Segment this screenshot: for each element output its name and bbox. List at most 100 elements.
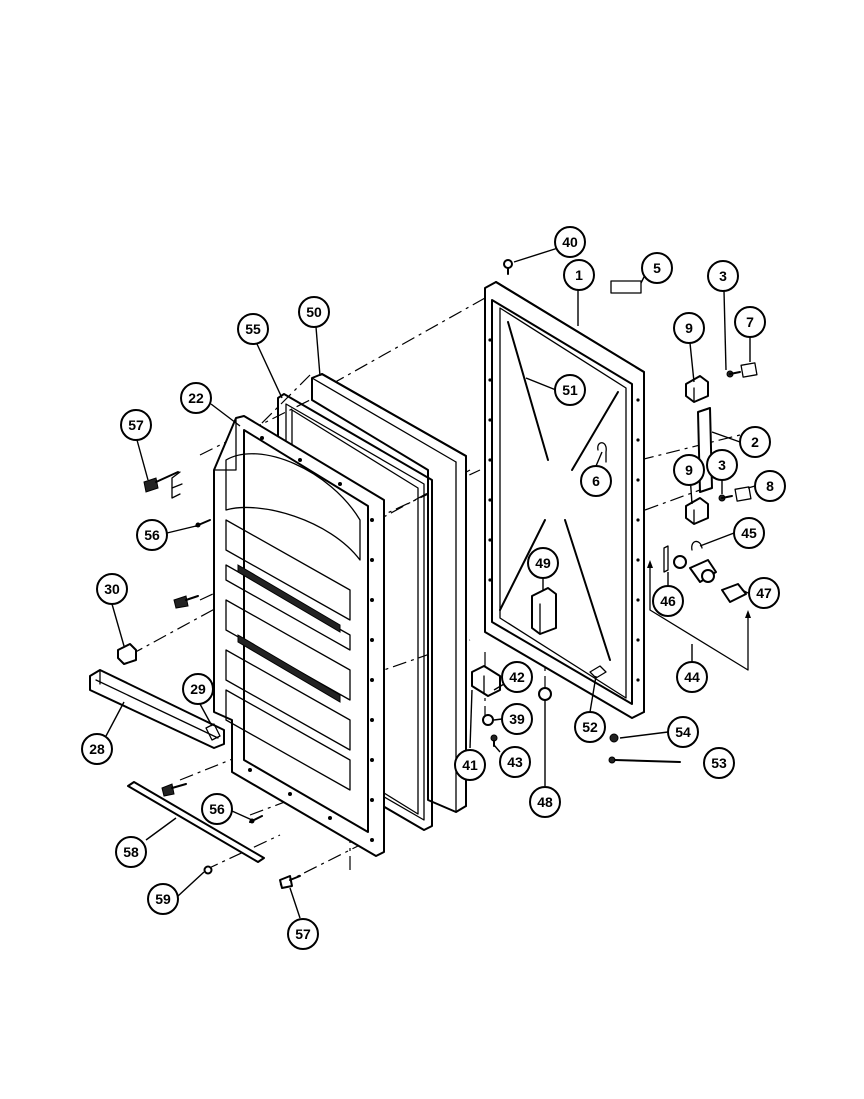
top-screw	[503, 259, 513, 275]
svg-text:7: 7	[746, 314, 754, 330]
callout-8: 8	[754, 470, 786, 502]
callout-56-bottom: 56	[201, 793, 233, 825]
callout-57-top: 57	[120, 409, 152, 441]
callout-48: 48	[529, 786, 561, 818]
callout-46: 46	[652, 585, 684, 617]
svg-text:54: 54	[675, 724, 691, 740]
callout-42: 42	[501, 661, 533, 693]
svg-text:2: 2	[751, 434, 759, 450]
frame-screw-holes	[488, 338, 640, 682]
brace-rods	[499, 321, 619, 661]
svg-text:9: 9	[685, 462, 693, 478]
callout-56-top: 56	[136, 519, 168, 551]
callouts: 40 1 5 3 7 9 55 50 51 22 57 6 2 9 3 8 56…	[81, 226, 786, 950]
outer-door-panel	[311, 373, 467, 813]
screw-57-top	[143, 471, 179, 493]
callout-9-lower: 9	[673, 454, 705, 486]
callout-5: 5	[641, 252, 673, 284]
callout-30: 30	[96, 573, 128, 605]
callout-44: 44	[676, 661, 708, 693]
callout-45: 45	[733, 517, 765, 549]
svg-text:50: 50	[306, 304, 322, 320]
callout-53: 53	[703, 747, 735, 779]
svg-text:30: 30	[104, 581, 120, 597]
door-stop	[538, 687, 552, 701]
svg-text:5: 5	[653, 260, 661, 276]
svg-text:46: 46	[660, 593, 676, 609]
callout-41: 41	[454, 749, 486, 781]
callout-2: 2	[739, 426, 771, 458]
svg-text:3: 3	[719, 268, 727, 284]
svg-text:57: 57	[128, 417, 144, 433]
hinge-screw-bottom	[718, 494, 733, 502]
liner-screw-holes	[248, 436, 374, 842]
cap-top	[740, 362, 758, 378]
callout-3-lower: 3	[706, 449, 738, 481]
latch-30	[117, 643, 137, 665]
inner-door-liner	[213, 415, 385, 857]
bracket-57	[171, 471, 183, 499]
svg-text:3: 3	[718, 457, 726, 473]
callout-51: 51	[554, 374, 586, 406]
callout-49: 49	[527, 547, 559, 579]
cap-bottom	[734, 486, 752, 502]
callout-43: 43	[499, 746, 531, 778]
screw-lower-left	[161, 783, 187, 797]
washer	[609, 733, 619, 743]
screw-59	[203, 865, 213, 875]
svg-text:52: 52	[582, 719, 598, 735]
upper-hinge-block	[685, 375, 709, 403]
svg-text:42: 42	[509, 669, 525, 685]
svg-text:29: 29	[190, 681, 206, 697]
svg-text:53: 53	[711, 755, 727, 771]
callout-54: 54	[667, 716, 699, 748]
svg-text:9: 9	[685, 320, 693, 336]
svg-text:48: 48	[537, 794, 553, 810]
svg-text:57: 57	[295, 926, 311, 942]
callout-9: 9	[673, 312, 705, 344]
lock-assembly	[647, 540, 751, 671]
clip	[597, 442, 607, 463]
svg-text:45: 45	[741, 525, 757, 541]
screw-mid-left	[173, 595, 199, 609]
callout-58: 58	[115, 836, 147, 868]
svg-text:39: 39	[509, 711, 525, 727]
callout-59: 59	[147, 883, 179, 915]
svg-text:49: 49	[535, 555, 551, 571]
bottom-hinge	[471, 665, 501, 697]
callout-47: 47	[748, 577, 780, 609]
hinge-pin	[490, 734, 498, 747]
svg-text:44: 44	[684, 669, 700, 685]
callout-6: 6	[580, 465, 612, 497]
svg-text:40: 40	[562, 234, 578, 250]
door-frame	[484, 281, 645, 719]
callout-1: 1	[563, 259, 595, 291]
svg-text:28: 28	[89, 741, 105, 757]
handle-bracket	[531, 587, 557, 635]
svg-text:56: 56	[209, 801, 225, 817]
callout-55: 55	[237, 313, 269, 345]
bottom-clip	[589, 665, 607, 679]
bottom-screw	[608, 756, 681, 764]
callout-39: 39	[501, 703, 533, 735]
callout-3: 3	[707, 260, 739, 292]
svg-text:56: 56	[144, 527, 160, 543]
kick-plate	[89, 669, 225, 749]
callout-52: 52	[574, 711, 606, 743]
hinge-bushing	[482, 714, 494, 726]
callout-50: 50	[298, 296, 330, 328]
svg-text:6: 6	[592, 473, 600, 489]
screw-56-top	[195, 519, 211, 528]
svg-text:22: 22	[188, 390, 204, 406]
svg-text:51: 51	[562, 382, 578, 398]
svg-text:59: 59	[155, 891, 171, 907]
callout-57-bottom: 57	[287, 918, 319, 950]
trim-strip	[127, 781, 265, 863]
svg-text:41: 41	[462, 757, 478, 773]
svg-text:8: 8	[766, 478, 774, 494]
svg-text:47: 47	[756, 585, 772, 601]
lower-hinge-block	[685, 497, 709, 525]
callout-29: 29	[182, 673, 214, 705]
callout-7: 7	[734, 306, 766, 338]
